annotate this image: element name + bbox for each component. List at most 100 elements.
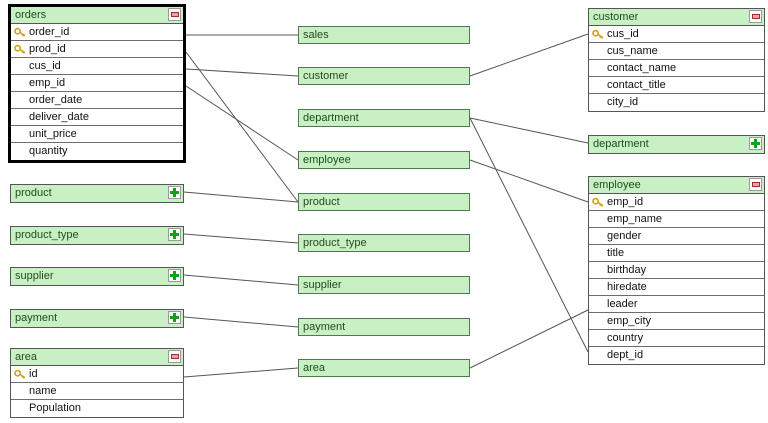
table-field-row[interactable]: emp_id <box>11 75 183 92</box>
mapping-bar-payment[interactable]: payment <box>298 318 470 336</box>
table-name-label: product <box>15 188 52 199</box>
table-field-row[interactable]: deliver_date <box>11 109 183 126</box>
table-field-row[interactable]: unit_price <box>11 126 183 143</box>
table-field-row[interactable]: dept_id <box>589 347 764 364</box>
connection-line <box>183 191 299 203</box>
table-field-row[interactable]: contact_name <box>589 60 764 77</box>
table-header[interactable]: department <box>589 136 764 153</box>
collapse-button[interactable] <box>168 8 181 21</box>
field-label: contact_title <box>607 78 666 91</box>
table-header[interactable]: product_type <box>11 227 183 244</box>
table-name-label: area <box>15 351 38 363</box>
mapping-bar-area[interactable]: area <box>298 359 470 377</box>
connection-line <box>469 33 589 77</box>
table-field-row[interactable]: cus_id <box>11 58 183 75</box>
table-name-label: department <box>593 139 649 150</box>
collapse-button[interactable] <box>749 178 762 191</box>
table-field-row[interactable]: order_id <box>11 24 183 41</box>
minus-icon <box>170 12 179 17</box>
source-table-product_type[interactable]: product_type <box>10 226 184 245</box>
mapping-bar-supplier[interactable]: supplier <box>298 276 470 294</box>
connection-line <box>469 117 589 144</box>
table-field-row[interactable]: cus_id <box>589 26 764 43</box>
field-label: hiredate <box>607 280 647 293</box>
table-field-row[interactable]: prod_id <box>11 41 183 58</box>
table-field-row[interactable]: order_date <box>11 92 183 109</box>
field-label: emp_city <box>607 314 652 327</box>
expand-button[interactable] <box>168 269 181 282</box>
collapse-button[interactable] <box>168 350 181 363</box>
table-field-row[interactable]: quantity <box>11 143 183 160</box>
expand-button[interactable] <box>168 186 181 199</box>
mapping-bar-customer[interactable]: customer <box>298 67 470 85</box>
expand-button[interactable] <box>168 311 181 324</box>
field-label: unit_price <box>29 127 77 140</box>
table-field-row[interactable]: Population <box>11 400 183 417</box>
expand-button[interactable] <box>749 137 762 150</box>
expand-button[interactable] <box>168 228 181 241</box>
field-label: id <box>29 367 38 380</box>
mapping-bar-product_type[interactable]: product_type <box>298 234 470 252</box>
plus-icon <box>170 271 179 280</box>
connection-line <box>183 316 299 328</box>
field-label: city_id <box>607 96 639 108</box>
table-field-row[interactable]: city_id <box>589 94 764 111</box>
field-label: emp_id <box>29 76 66 89</box>
table-field-row[interactable]: emp_city <box>589 313 764 330</box>
mapping-bar-label: area <box>303 362 326 374</box>
field-label: prod_id <box>29 42 66 55</box>
source-table-payment[interactable]: payment <box>10 309 184 328</box>
minus-icon <box>170 354 179 359</box>
target-table-department[interactable]: department <box>588 135 765 154</box>
table-field-row[interactable]: name <box>11 383 183 400</box>
table-header[interactable]: employee <box>589 177 764 194</box>
collapse-button[interactable] <box>749 10 762 23</box>
table-field-row[interactable]: title <box>589 245 764 262</box>
source-table-product[interactable]: product <box>10 184 184 203</box>
mapping-bar-department[interactable]: department <box>298 109 470 127</box>
field-label: cus_id <box>607 27 639 40</box>
source-table-supplier[interactable]: supplier <box>10 267 184 286</box>
field-label: gender <box>607 229 642 242</box>
table-name-label: customer <box>593 11 639 23</box>
table-header[interactable]: area <box>11 349 183 366</box>
field-label: emp_id <box>607 195 644 208</box>
table-field-row[interactable]: gender <box>589 228 764 245</box>
table-field-row[interactable]: country <box>589 330 764 347</box>
mapping-bar-sales[interactable]: sales <box>298 26 470 44</box>
mapping-bar-product[interactable]: product <box>298 193 470 211</box>
plus-icon <box>170 313 179 322</box>
plus-icon <box>170 188 179 197</box>
field-label: cus_name <box>607 44 658 57</box>
table-header[interactable]: customer <box>589 9 764 26</box>
table-name-label: supplier <box>15 271 54 282</box>
field-label: emp_name <box>607 212 663 225</box>
table-field-row[interactable]: birthday <box>589 262 764 279</box>
table-header[interactable]: payment <box>11 310 183 327</box>
mapping-bar-label: supplier <box>303 279 342 291</box>
table-header[interactable]: product <box>11 185 183 202</box>
field-label: country <box>607 331 644 344</box>
table-field-row[interactable]: cus_name <box>589 43 764 60</box>
connection-line <box>469 117 589 353</box>
table-field-row[interactable]: hiredate <box>589 279 764 296</box>
connection-line <box>183 274 299 286</box>
connection-line <box>183 367 299 378</box>
field-label: quantity <box>29 145 68 157</box>
connection-line <box>185 85 299 161</box>
field-label: cus_id <box>29 59 61 72</box>
table-header[interactable]: supplier <box>11 268 183 285</box>
table-field-row[interactable]: emp_id <box>589 194 764 211</box>
table-field-row[interactable]: id <box>11 366 183 383</box>
table-field-row[interactable]: leader <box>589 296 764 313</box>
table-field-row[interactable]: contact_title <box>589 77 764 94</box>
mapping-bar-employee[interactable]: employee <box>298 151 470 169</box>
table-header[interactable]: orders <box>11 7 183 24</box>
mapping-bar-label: payment <box>303 321 346 333</box>
table-field-row[interactable]: emp_name <box>589 211 764 228</box>
